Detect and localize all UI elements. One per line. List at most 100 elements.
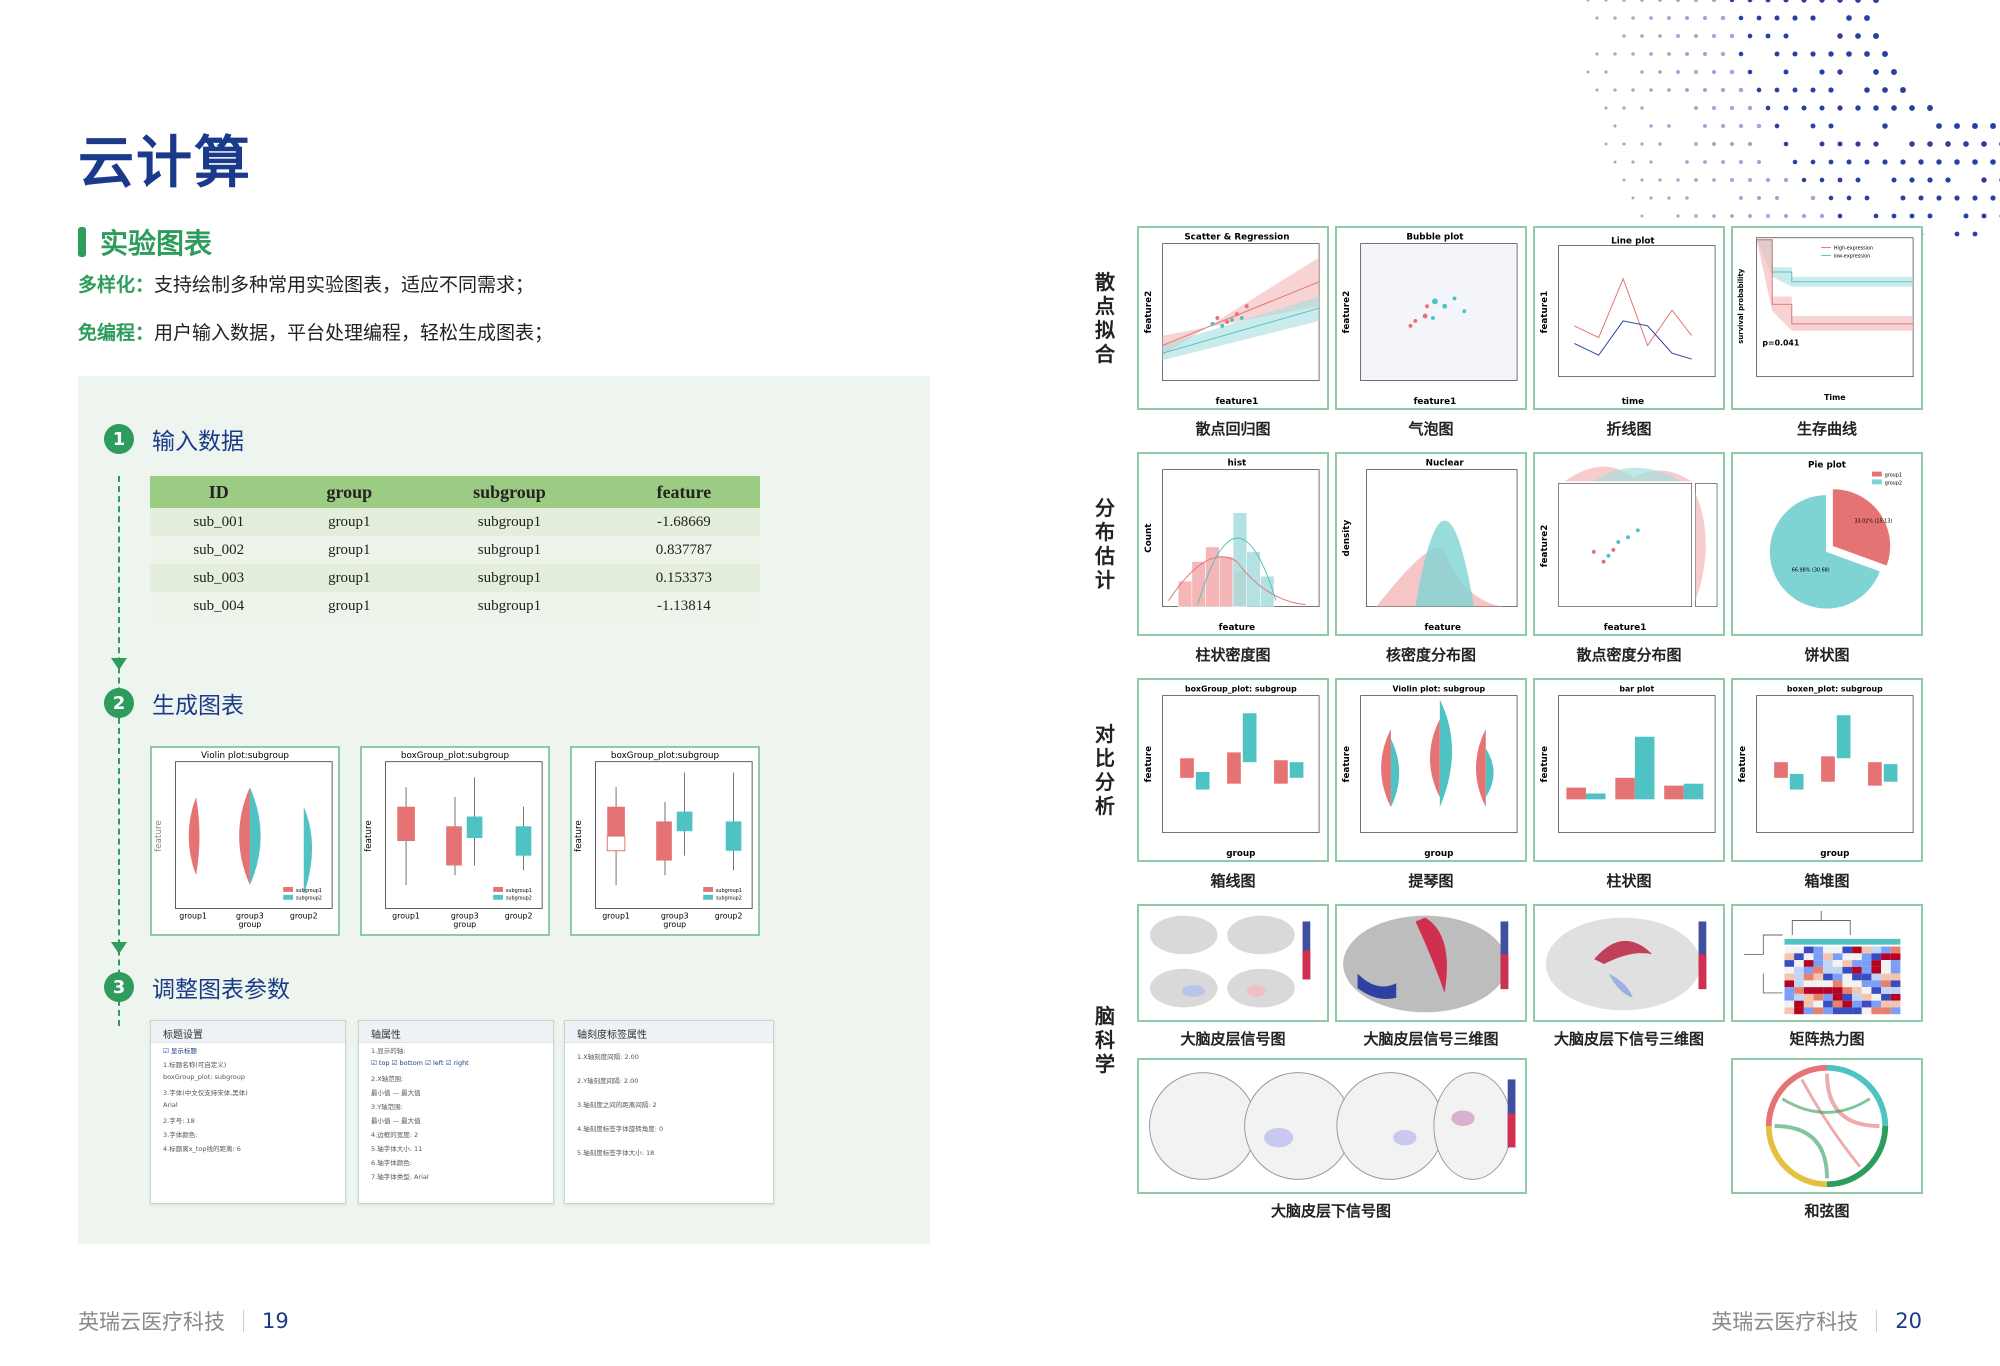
subcortex-signal-image[interactable] [1137, 1058, 1527, 1194]
scatter-density-chart[interactable]: feature1 feature2 [1533, 452, 1725, 636]
heatmap-cell [1813, 987, 1823, 994]
heatmap-cell [1891, 953, 1901, 960]
split-violin-chart[interactable]: Violin plot: subgroup group feature [1335, 678, 1527, 862]
x-tick: group2 [715, 911, 743, 920]
heatmap-cell [1852, 960, 1862, 967]
subcortex-signal-svg [1139, 1060, 1525, 1192]
category-distribution: 分布估计 [1090, 496, 1120, 592]
table-cell: group1 [288, 564, 412, 592]
decorative-dot [1909, 141, 1915, 147]
font-size-stepper[interactable]: 2.字号: 18 [151, 1113, 345, 1127]
decorative-dot [1640, 142, 1643, 145]
description-no-code: 免编程：用户输入数据，平台处理编程，轻松生成图表； [78, 318, 553, 345]
heatmap-cell [1871, 953, 1881, 960]
pie-chart[interactable]: Pie plot group1 group2 33.02% (15.13) 66… [1731, 452, 1923, 636]
chart-caption: 提琴图 [1335, 870, 1527, 891]
scatter-regression-chart[interactable]: Scatter & Regression feature1 feature2 [1137, 226, 1329, 410]
axis-font-color-picker[interactable]: 6.轴字体颜色: [359, 1155, 553, 1169]
heatmap-cell [1823, 987, 1833, 994]
decorative-dot [1631, 16, 1635, 20]
table-cell: -1.68669 [608, 508, 760, 536]
decorative-dot [1658, 34, 1662, 38]
decorative-dot [1793, 160, 1798, 165]
decorative-dot [1856, 178, 1861, 183]
chord-diagram-image[interactable] [1731, 1058, 1923, 1194]
heatmap-cell [1862, 1001, 1872, 1008]
tick-font-size-stepper[interactable]: 5.轴刻度标签字体大小: 18 [565, 1139, 773, 1163]
boxen-plot-chart[interactable]: boxen_plot: subgroup group feature [1731, 678, 1923, 862]
x-tick-interval-stepper[interactable]: 1.X轴刻度间隔: 2.00 [565, 1043, 773, 1067]
line-svg: Line plot time feature1 [1535, 228, 1723, 408]
decorative-dot [1604, 142, 1607, 145]
heatmap-cell [1842, 947, 1852, 954]
decorative-dot [1846, 51, 1852, 57]
decorative-dot [1730, 34, 1734, 38]
subcortex-3d-svg [1535, 906, 1723, 1020]
title-name-input[interactable]: boxGroup_plot: subgroup [151, 1071, 345, 1085]
chord-svg [1733, 1060, 1921, 1192]
box-plot-svg: boxGroup_plot:subgroup feature group1 gr… [572, 748, 758, 934]
split-violin-svg: Violin plot: subgroup group feature [1337, 680, 1525, 860]
boxplot-thumbnail[interactable]: boxGroup_plot:subgroup feature group1 gr… [570, 746, 760, 936]
decorative-dot [1676, 0, 1680, 2]
show-title-checkbox[interactable]: ☑ 显示标题 [151, 1043, 345, 1057]
axis-font-size-stepper[interactable]: 5.轴字体大小: 11 [359, 1141, 553, 1155]
card-header: 标题设置 [151, 1021, 345, 1043]
chart-caption: 气泡图 [1335, 418, 1527, 439]
axis-font-select[interactable]: 7.轴字体类型: Arial [359, 1169, 553, 1183]
heatmap-cell [1784, 987, 1794, 994]
step-input-data: 1 输入数据 [104, 422, 244, 456]
step-adjust-params: 3 调整图表参数 [104, 970, 290, 1004]
heatmap-cell [1862, 980, 1872, 987]
decorative-dot [1981, 177, 1986, 182]
title-distance-stepper[interactable]: 4.标题离x_top线的距离: 6 [151, 1141, 345, 1155]
border-width-stepper[interactable]: 4.边框的宽度: 2 [359, 1127, 553, 1141]
decorative-dot [1640, 214, 1643, 217]
kernel-density-chart[interactable]: Nuclear feature density [1335, 452, 1527, 636]
decorative-dot [1828, 51, 1833, 56]
bubble-chart[interactable]: Bubble plot feature1 feature2 [1335, 226, 1527, 410]
heatmap-cell [1852, 1001, 1862, 1008]
decorative-dot [1775, 88, 1780, 93]
chart-caption: 柱状密度图 [1137, 644, 1329, 665]
tick-rotation-stepper[interactable]: 4.轴刻度标签字体旋转角度: 0 [565, 1115, 773, 1139]
cortex-signal-image[interactable] [1137, 904, 1329, 1022]
violin-thumbnail[interactable]: Violin plot:subgroup feature group1 grou… [150, 746, 340, 936]
histogram-density-chart[interactable]: hist feature Count [1137, 452, 1329, 636]
matrix-heatmap-image[interactable] [1731, 904, 1923, 1022]
decorative-dot [1820, 214, 1824, 218]
step-generate-chart: 2 生成图表 [104, 686, 244, 720]
decorative-dot [1757, 196, 1761, 200]
boxplot-thumbnail[interactable]: boxGroup_plot:subgroup feature group1 gr… [360, 746, 550, 936]
group-boxplot-chart[interactable]: boxGroup_plot: subgroup group feature [1137, 678, 1329, 862]
heatmap-cell [1813, 953, 1823, 960]
axis-checkboxes[interactable]: ☑ top ☑ bottom ☑ left ☑ right [359, 1057, 553, 1071]
table-row: sub_004 group1 subgroup1 -1.13814 [150, 592, 760, 620]
subcortex-3d-image[interactable] [1533, 904, 1725, 1022]
setting-label: 1.标题名称(可自定义) [151, 1057, 345, 1071]
line-chart[interactable]: Line plot time feature1 [1533, 226, 1725, 410]
decorative-dot [1649, 88, 1653, 92]
decorative-dot [1622, 178, 1625, 181]
decorative-dot [1613, 52, 1616, 55]
font-select[interactable]: Arial [151, 1099, 345, 1113]
grouped-bar-chart[interactable]: bar plot feature [1533, 678, 1725, 862]
legend-entry: subgroup1 [716, 888, 742, 894]
y-tick-interval-stepper[interactable]: 2.Y轴刻度间隔: 2.00 [565, 1067, 773, 1091]
decorative-dot [1847, 196, 1852, 201]
decorative-dot [1810, 51, 1815, 56]
footer-company: 英瑞云医疗科技 [1711, 1306, 1858, 1336]
heatmap-cell [1833, 1001, 1843, 1008]
group-boxplot-svg: boxGroup_plot: subgroup group feature [1139, 680, 1327, 860]
tick-spacing-stepper[interactable]: 3.轴刻度之间的距离间隔: 2 [565, 1091, 773, 1115]
decorative-dot [1703, 88, 1707, 92]
chart-caption: 箱堆图 [1731, 870, 1923, 891]
heatmap-cell [1881, 947, 1891, 954]
font-color-picker[interactable]: 3.字体颜色: [151, 1127, 345, 1141]
heatmap-cell [1833, 947, 1843, 954]
heatmap-cell [1833, 980, 1843, 987]
survival-curve-chart[interactable]: High-expression low-expression p=0.041 T… [1731, 226, 1923, 410]
x-range-inputs[interactable]: 最小值 — 最大值 [359, 1085, 553, 1099]
y-range-inputs[interactable]: 最小值 — 最大值 [359, 1113, 553, 1127]
cortex-3d-image[interactable] [1335, 904, 1527, 1022]
